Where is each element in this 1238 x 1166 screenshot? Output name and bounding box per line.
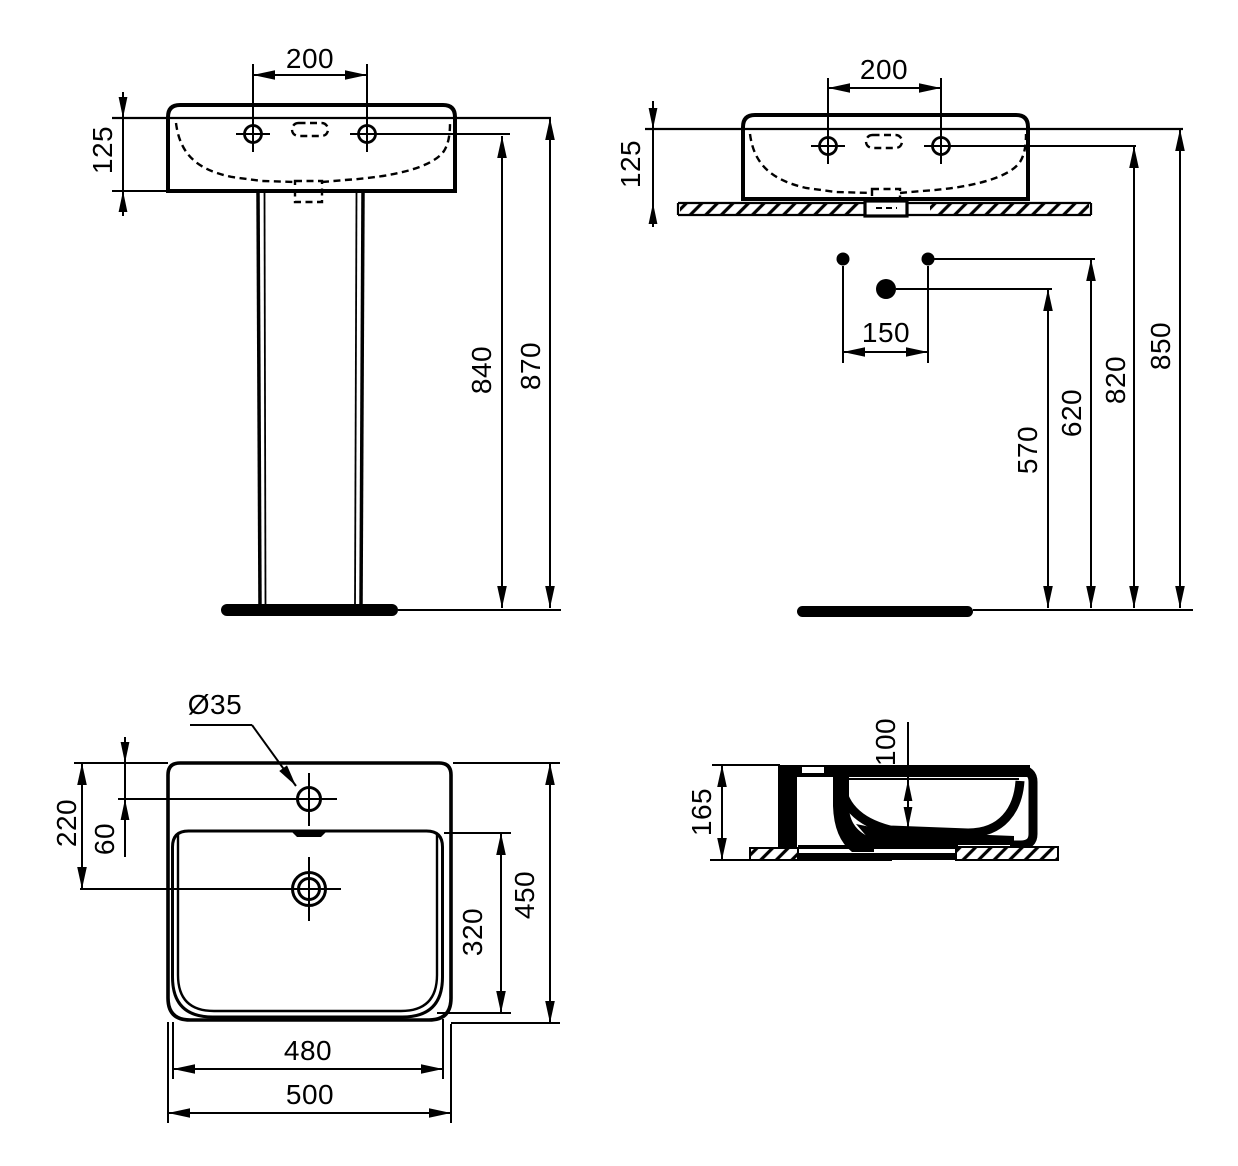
dim-label-320: 320 [457, 907, 488, 957]
dim-label-850: 850 [1145, 321, 1176, 371]
dim-label-620: 620 [1056, 388, 1087, 438]
basin-inner-wall [836, 778, 1025, 838]
dim-label-diameter-35: Ø35 [187, 689, 243, 720]
dim-label-100: 100 [870, 717, 901, 767]
dim-label-480: 480 [283, 1035, 333, 1066]
pedestal [221, 191, 398, 616]
view-front-wall-mounted [645, 78, 1193, 617]
diameter-leader [251, 724, 297, 787]
sink-outline [166, 103, 457, 193]
overflow-slot [290, 830, 328, 837]
dim-label-500: 500 [285, 1079, 335, 1110]
view-front-pedestal [112, 64, 561, 616]
basin-underside [856, 824, 1014, 845]
supply-point-right [921, 252, 935, 266]
dim-label-450: 450 [509, 870, 540, 920]
pedestal-base [221, 604, 398, 616]
dim-label-870: 870 [515, 341, 546, 391]
rim-section [778, 765, 1030, 777]
shelf-left [749, 847, 799, 861]
dim-label-150: 150 [861, 317, 911, 348]
view-plan [74, 724, 560, 1123]
drain-point [876, 279, 896, 299]
sink-outline [741, 113, 1030, 201]
basin-rim-outer [171, 829, 444, 1019]
front-wall-section [1010, 765, 1038, 850]
dim-label-220: 220 [51, 798, 82, 848]
basin-hidden-contour [748, 133, 873, 195]
shelf-right [955, 846, 1059, 861]
sink-outline [166, 761, 453, 1022]
dim-label-820: 820 [1100, 355, 1131, 405]
rear-wall-section [778, 765, 797, 853]
dim-label-200-pedestal: 200 [285, 43, 335, 74]
dim-label-60: 60 [89, 822, 120, 856]
view-side-section [710, 722, 1059, 861]
overflow-slot [290, 121, 330, 138]
dim-label-570: 570 [1012, 425, 1043, 475]
drain-hidden [870, 187, 902, 201]
basin-hidden-contour [174, 122, 296, 184]
supply-point-left [836, 252, 850, 266]
overflow-slot [864, 133, 904, 150]
dim-label-165: 165 [686, 787, 717, 837]
basin-rim-inner [176, 833, 439, 1013]
dim-label-200-wall: 200 [859, 54, 909, 85]
dim-label-840: 840 [466, 345, 497, 395]
dim-label-125-wall: 125 [615, 139, 646, 189]
floor-bar [797, 606, 973, 617]
drain-hidden [293, 179, 324, 204]
dim-label-125-pedestal: 125 [87, 125, 118, 175]
